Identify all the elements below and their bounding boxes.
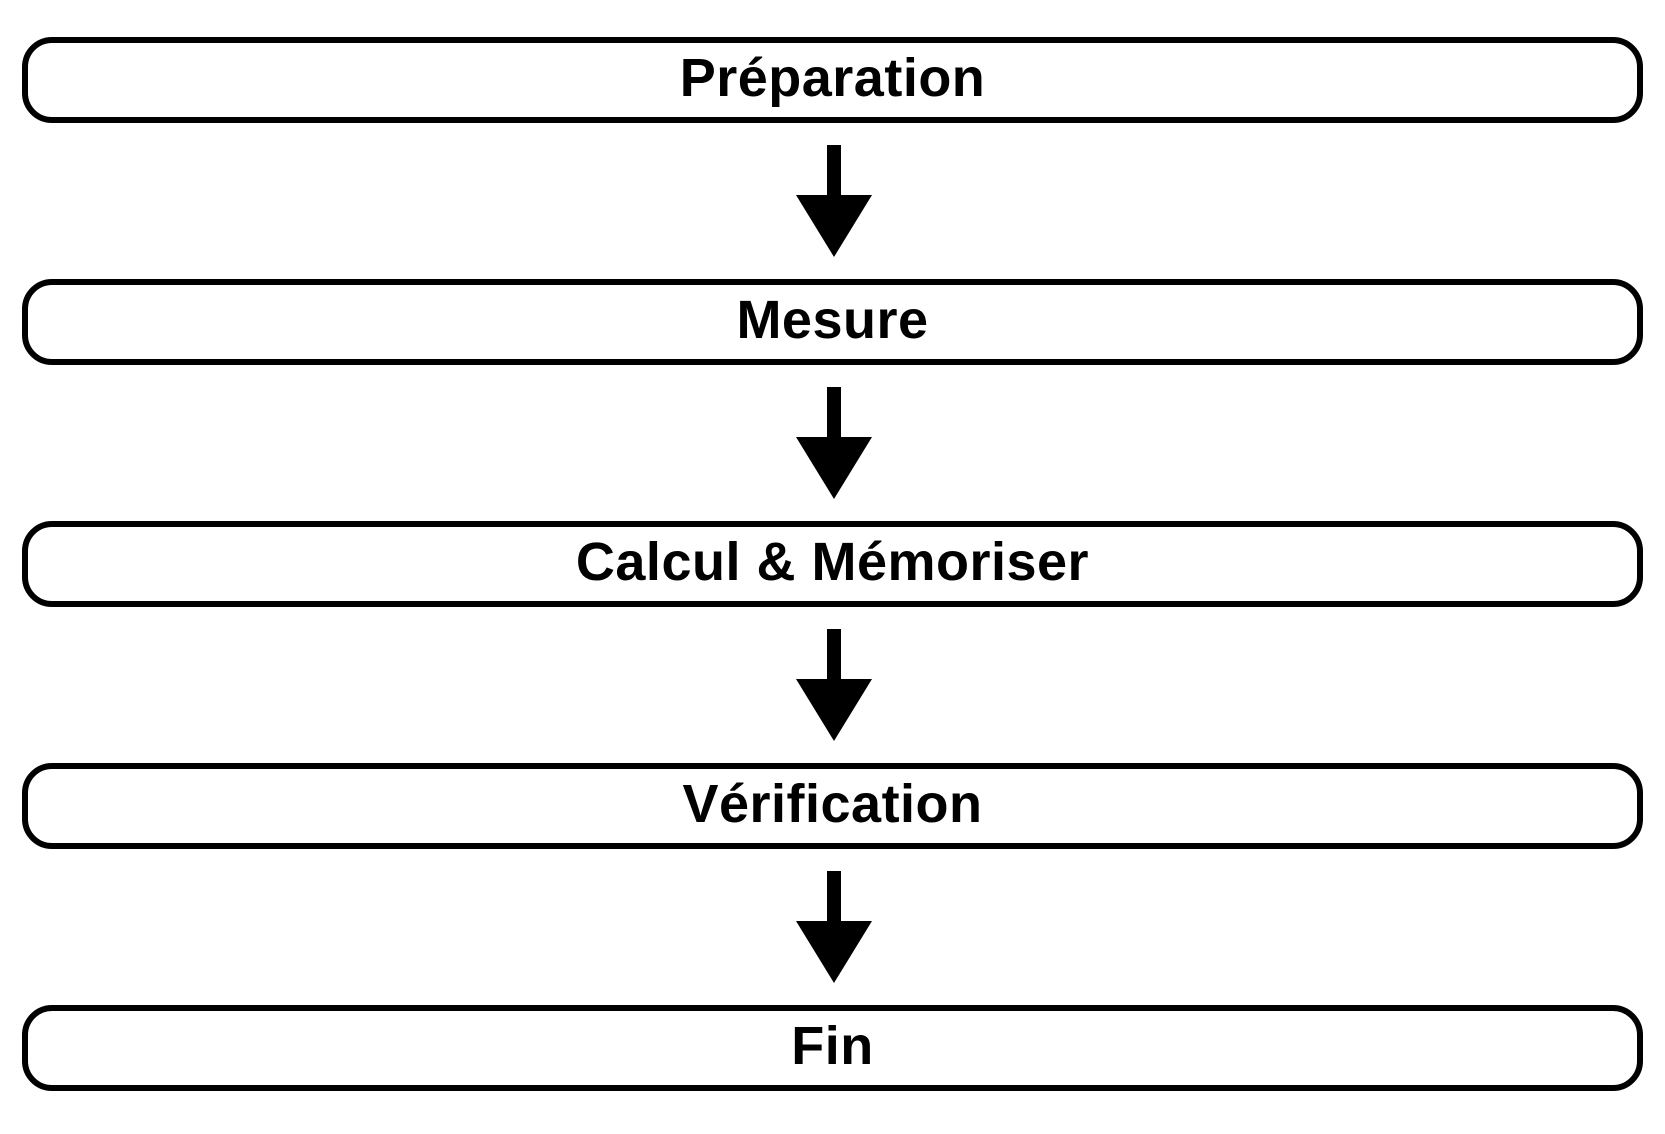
flow-node-fin: Fin: [22, 1005, 1643, 1091]
flow-node-verification: Vérification: [22, 763, 1643, 849]
flow-node-preparation: Préparation: [22, 37, 1643, 123]
flow-node-verification-label: Vérification: [682, 774, 983, 834]
flow-node-mesure-label: Mesure: [736, 290, 929, 350]
flow-node-preparation-label: Préparation: [679, 48, 986, 108]
down-arrow-icon: [796, 629, 872, 741]
flow-node-fin-label: Fin: [791, 1016, 874, 1076]
flow-node-mesure: Mesure: [22, 279, 1643, 365]
down-arrow-icon: [796, 145, 872, 257]
down-arrow-icon: [796, 387, 872, 499]
down-arrow-icon: [796, 871, 872, 983]
flow-node-calcul-memoriser-label: Calcul & Mémoriser: [575, 532, 1090, 592]
flow-node-calcul-memoriser: Calcul & Mémoriser: [22, 521, 1643, 607]
